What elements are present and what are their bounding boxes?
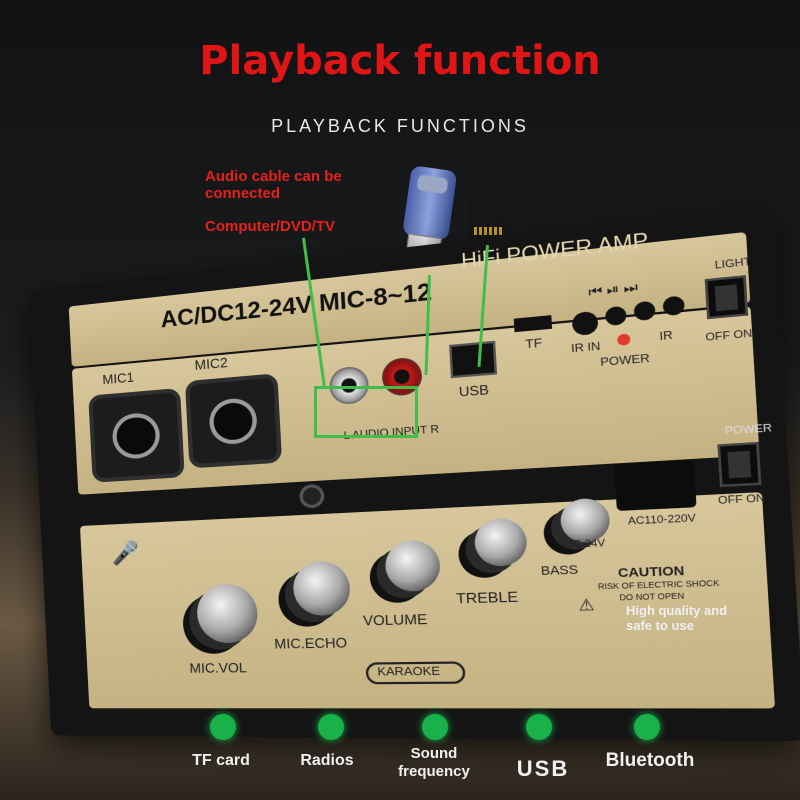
mic-vol-label: MIC.VOL — [189, 659, 248, 676]
caution-line2: DO NOT OPEN — [619, 592, 685, 603]
ir-in-label: IR IN — [570, 340, 601, 356]
power-switch[interactable] — [717, 441, 762, 488]
ir-label: IR — [659, 329, 674, 344]
usb-dot-icon — [526, 714, 552, 740]
karaoke-badge: KARAOKE — [365, 661, 466, 685]
sd-card-icon — [468, 190, 510, 240]
audio-input-highlight — [314, 386, 418, 438]
audio-cable-note: Audio cable can be connected — [205, 168, 342, 202]
warning-icon: ⚠ — [577, 595, 596, 615]
page-subtitle: PLAYBACK FUNCTIONS — [271, 116, 529, 136]
safety-note: High quality and safe to use — [626, 603, 727, 633]
feature-tf-card: TF card — [192, 752, 250, 769]
microphone-icon: 🎤 — [110, 539, 140, 567]
panel-screw — [298, 483, 325, 509]
tf-label: TF — [524, 336, 543, 352]
bluetooth-dot-icon — [634, 714, 660, 740]
audio-cable-note-line2: connected — [205, 185, 281, 202]
mic-echo-label: MIC.ECHO — [273, 634, 348, 652]
light-switch[interactable] — [704, 275, 749, 320]
radios-dot-icon — [318, 714, 344, 740]
sound-frequency-dot-icon — [422, 714, 448, 740]
bass-label: BASS — [540, 563, 579, 579]
power-switch-label: POWER — [724, 421, 773, 437]
mic1-jack — [88, 387, 185, 483]
usb-port — [449, 340, 498, 379]
audio-sources-note: Computer/DVD/TV — [205, 218, 336, 235]
mic2-jack — [184, 373, 283, 469]
ac-power-socket — [614, 460, 697, 511]
usb-label: USB — [458, 381, 490, 400]
mic1-label: MIC1 — [102, 369, 135, 388]
feature-bluetooth: Bluetooth — [605, 750, 695, 771]
tf-card-dot-icon — [210, 714, 236, 740]
page-title: Playback function — [199, 38, 601, 84]
treble-label: TREBLE — [455, 588, 519, 607]
mic2-label: MIC2 — [194, 354, 229, 374]
safety-note-line1: High quality and — [626, 603, 728, 618]
volume-label: VOLUME — [362, 610, 428, 629]
audio-cable-note-line1: Audio cable can be — [205, 168, 342, 185]
caution-label: CAUTION — [617, 564, 685, 581]
dc24v-label: DC 24V — [564, 537, 606, 551]
amplifier-panel: AC/DC12-24V MIC-8~12 HiFi POWER AMP MIC1… — [28, 204, 800, 742]
feature-radios: Radios — [300, 752, 354, 769]
feature-sound-frequency: Sound frequency — [398, 745, 470, 780]
power-off-on-label: OFF ON — [717, 491, 766, 507]
safety-note-line2: safe to use — [626, 618, 694, 633]
feature-usb: USB — [516, 756, 570, 781]
karaoke-label: KARAOKE — [377, 664, 441, 679]
